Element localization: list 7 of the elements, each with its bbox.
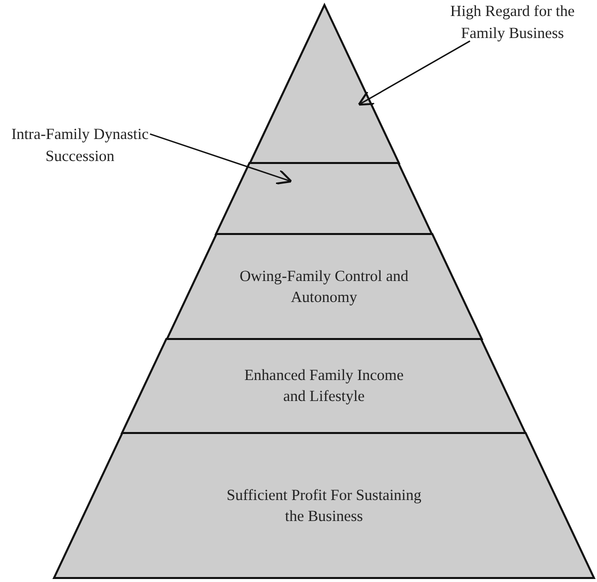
layer-label: Sufficient Profit For Sustaining the Business (226, 486, 422, 526)
callout-label: High Regard for the Family Business (428, 1, 597, 45)
layer-label: Enhanced Family Income and Lifestyle (243, 366, 405, 407)
arrow (150, 133, 292, 185)
layer-label: Owing-Family Control and Autonomy (238, 266, 409, 308)
callout-label: Intra-Family Dynastic Succession (2, 124, 158, 168)
arrow (358, 40, 470, 106)
